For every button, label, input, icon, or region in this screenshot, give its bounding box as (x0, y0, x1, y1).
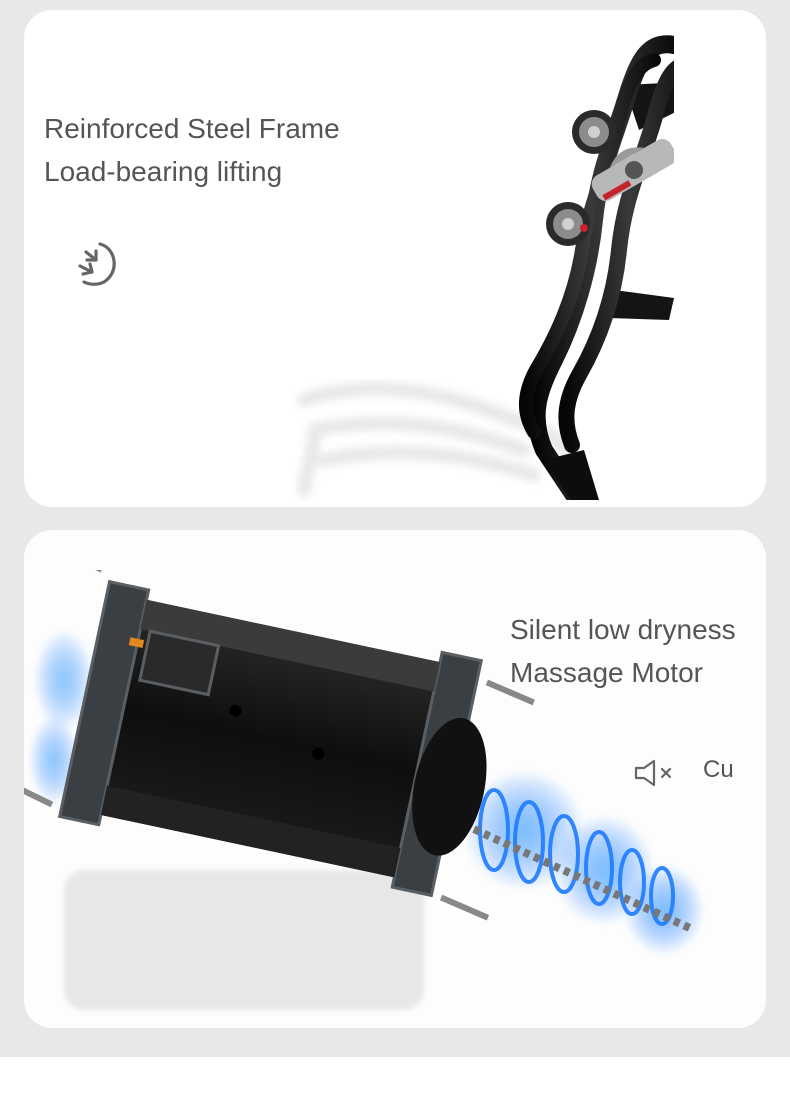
frame-subtitle: Load-bearing lifting (44, 156, 283, 187)
lift-arrow-icon (78, 242, 116, 286)
frame-title: Reinforced Steel Frame (44, 113, 340, 144)
steel-frame-image (297, 35, 674, 500)
motor-subtitle: Massage Motor (510, 657, 703, 688)
page-bottom-margin (0, 1057, 790, 1113)
massage-motor-image (24, 570, 704, 1010)
frame-feature-card: Reinforced Steel Frame Load-bearing lift… (24, 10, 766, 507)
motor-title: Silent low dryness (510, 614, 736, 645)
motor-heading: Silent low dryness Massage Motor (510, 608, 736, 694)
speaker-mute-icon (634, 759, 672, 787)
frame-heading: Reinforced Steel Frame Load-bearing lift… (44, 107, 340, 193)
copper-material-label: Cu (703, 756, 734, 783)
motor-feature-card: Silent low dryness Massage Motor Cu (24, 530, 766, 1028)
